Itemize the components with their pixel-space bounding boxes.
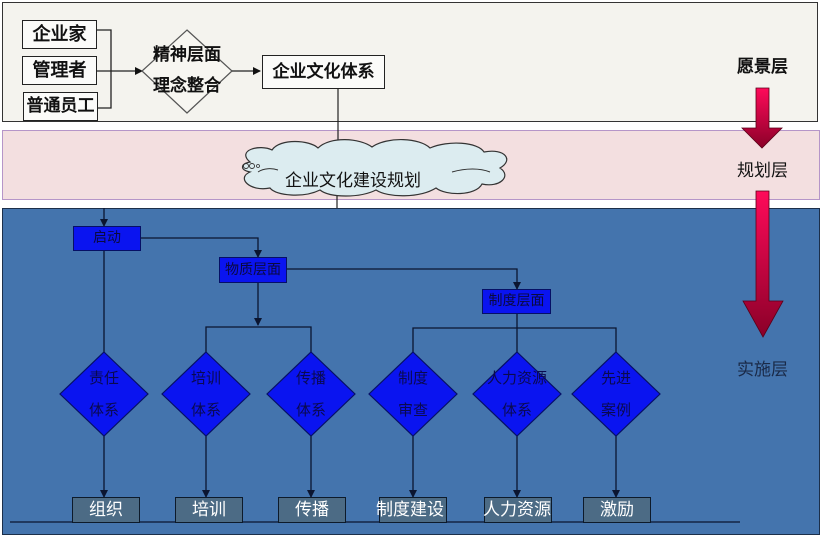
layer-arrow-planning-to-implementation [742,190,784,338]
diamond-label-training-2: 体系 [190,401,221,419]
culture-system-box: 企业文化体系 [262,55,385,89]
output-hr-label: 人力资源 [483,500,551,520]
diamond-label-communication-2: 体系 [295,401,326,419]
integration-label-line2: 理念整合 [153,76,221,96]
output-institution-building-label: 制度建设 [376,500,444,520]
diamond-label-advanced-cases-1: 先进 [600,369,631,387]
impl-connectors [10,208,740,523]
diamond-training [161,351,251,437]
source-managers: 管理者 [22,56,97,85]
diamond-label-training-1: 培训 [190,369,221,387]
output-organization: 组织 [72,497,140,523]
integration-label-line1: 精神层面 [153,45,221,65]
diamond-label-responsibility-1: 责任 [88,369,119,387]
diamond-label-advanced-cases-2: 案例 [600,401,631,419]
planning-cloud-label: 企业文化建设规划 [285,171,421,191]
sources-bracket [97,29,143,109]
material-level-node: 物质层面 [219,257,287,283]
diamond-advanced-cases [571,351,661,437]
start-node: 启动 [73,226,141,251]
source-employees: 普通员工 [23,92,98,121]
diamond-hr [472,351,562,437]
source-entrepreneur: 企业家 [22,20,97,49]
diamond-label-hr-1: 人力资源 [486,369,547,387]
diamond-label-institution-review-2: 审查 [397,401,428,419]
diamond-communication [266,351,356,437]
vision-layer-panel [2,2,818,122]
diamond-label-institution-review-1: 制度 [397,369,428,387]
output-communication: 传播 [278,497,346,523]
output-institution-building: 制度建设 [376,497,447,523]
cloud-shape [241,138,508,197]
layer-label-vision: 愿景层 [737,57,788,77]
diamond-label-responsibility-2: 体系 [88,401,119,419]
output-incentive: 激励 [583,497,651,523]
layer-label-implementation: 实施层 [737,360,788,380]
diamond-label-hr-2: 体系 [501,401,532,419]
impl-diamonds [59,351,661,437]
output-hr: 人力资源 [483,497,552,523]
layer-arrow-vision-to-planning [741,87,783,149]
integration-diamond [141,29,233,114]
output-training: 培训 [175,497,243,523]
diamond-institution-review [368,351,458,437]
layer-label-planning: 规划层 [737,161,788,181]
institution-level-node: 制度层面 [482,289,551,314]
diamond-responsibility [59,351,149,437]
diamond-label-communication-1: 传播 [295,369,326,387]
